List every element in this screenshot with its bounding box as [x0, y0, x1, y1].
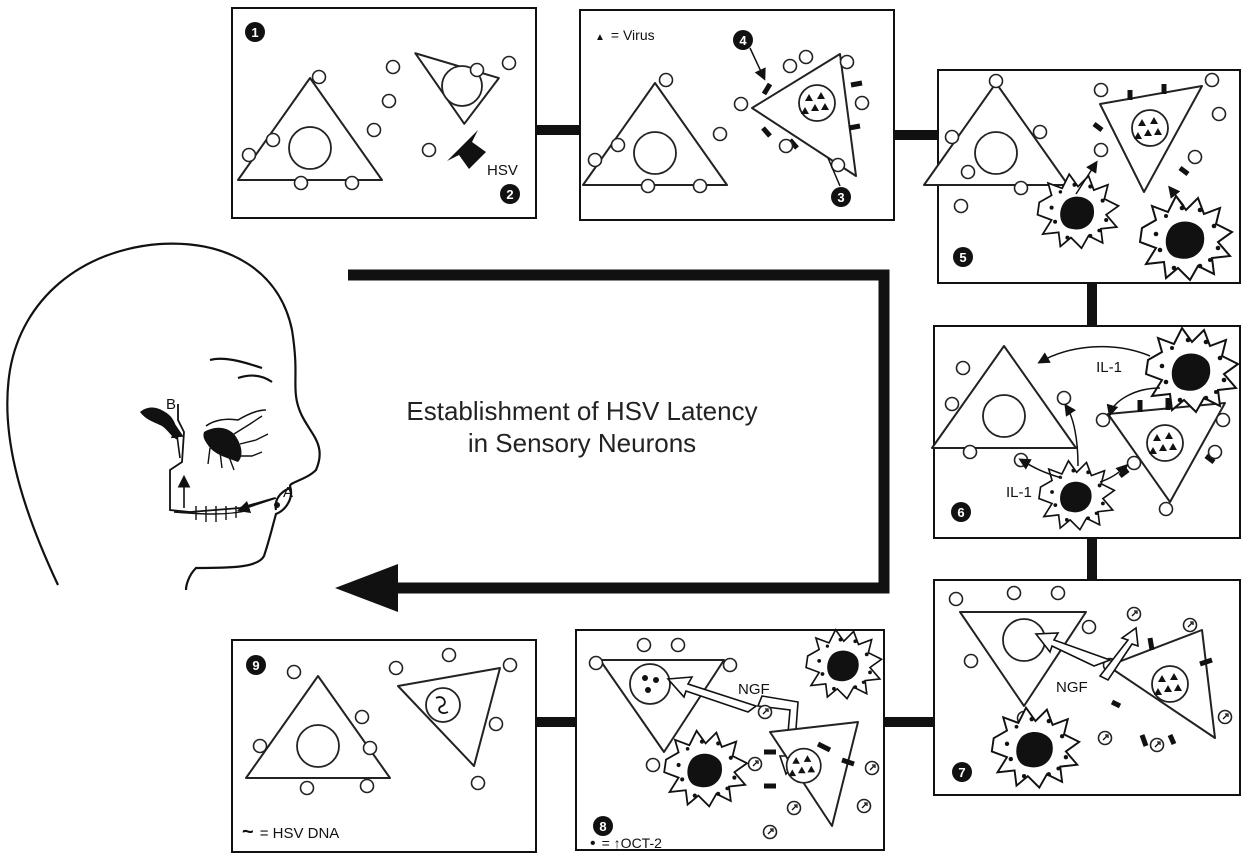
step-1-marker: 1	[251, 25, 258, 40]
il1-label-bottom: IL-1	[1006, 484, 1032, 501]
diagram-title: Establishment of HSV Latency in Sensory …	[372, 395, 792, 459]
trigeminal-ganglion	[140, 408, 268, 470]
point-b-label: B	[166, 396, 176, 413]
panel-6: IL-1 IL-1 6	[932, 326, 1240, 538]
step-5-marker: 5	[959, 250, 966, 265]
step-6-marker: 6	[957, 505, 964, 520]
panel-9: 9 ~= HSV DNA	[232, 640, 536, 852]
step-2-marker: 2	[506, 187, 513, 202]
il1-label-top: IL-1	[1096, 359, 1122, 376]
panel-1: 1 HSV 2	[232, 8, 536, 218]
title-line-1: Establishment of HSV Latency	[372, 395, 792, 427]
step-4-marker: 4	[739, 33, 747, 48]
step-9-marker: 9	[252, 658, 259, 673]
panel-8: NGF 8 •= ↑OCT-2	[576, 630, 884, 852]
oct2-legend: •= ↑OCT-2	[590, 835, 662, 852]
ngf-label-panel8: NGF	[738, 681, 770, 698]
step-8-marker: 8	[599, 819, 606, 834]
panel-5: 5	[924, 70, 1240, 283]
title-line-2: in Sensory Neurons	[372, 427, 792, 459]
step-3-marker: 3	[837, 190, 844, 205]
hsv-label: HSV	[487, 162, 518, 179]
panel-2: ▲= Virus 4 3	[580, 10, 894, 220]
panel-7: NGF 7	[934, 580, 1240, 795]
ngf-label-panel7: NGF	[1056, 679, 1088, 696]
point-a-label: A	[283, 484, 293, 501]
step-7-marker: 7	[958, 765, 965, 780]
lesion-dot	[274, 502, 280, 508]
